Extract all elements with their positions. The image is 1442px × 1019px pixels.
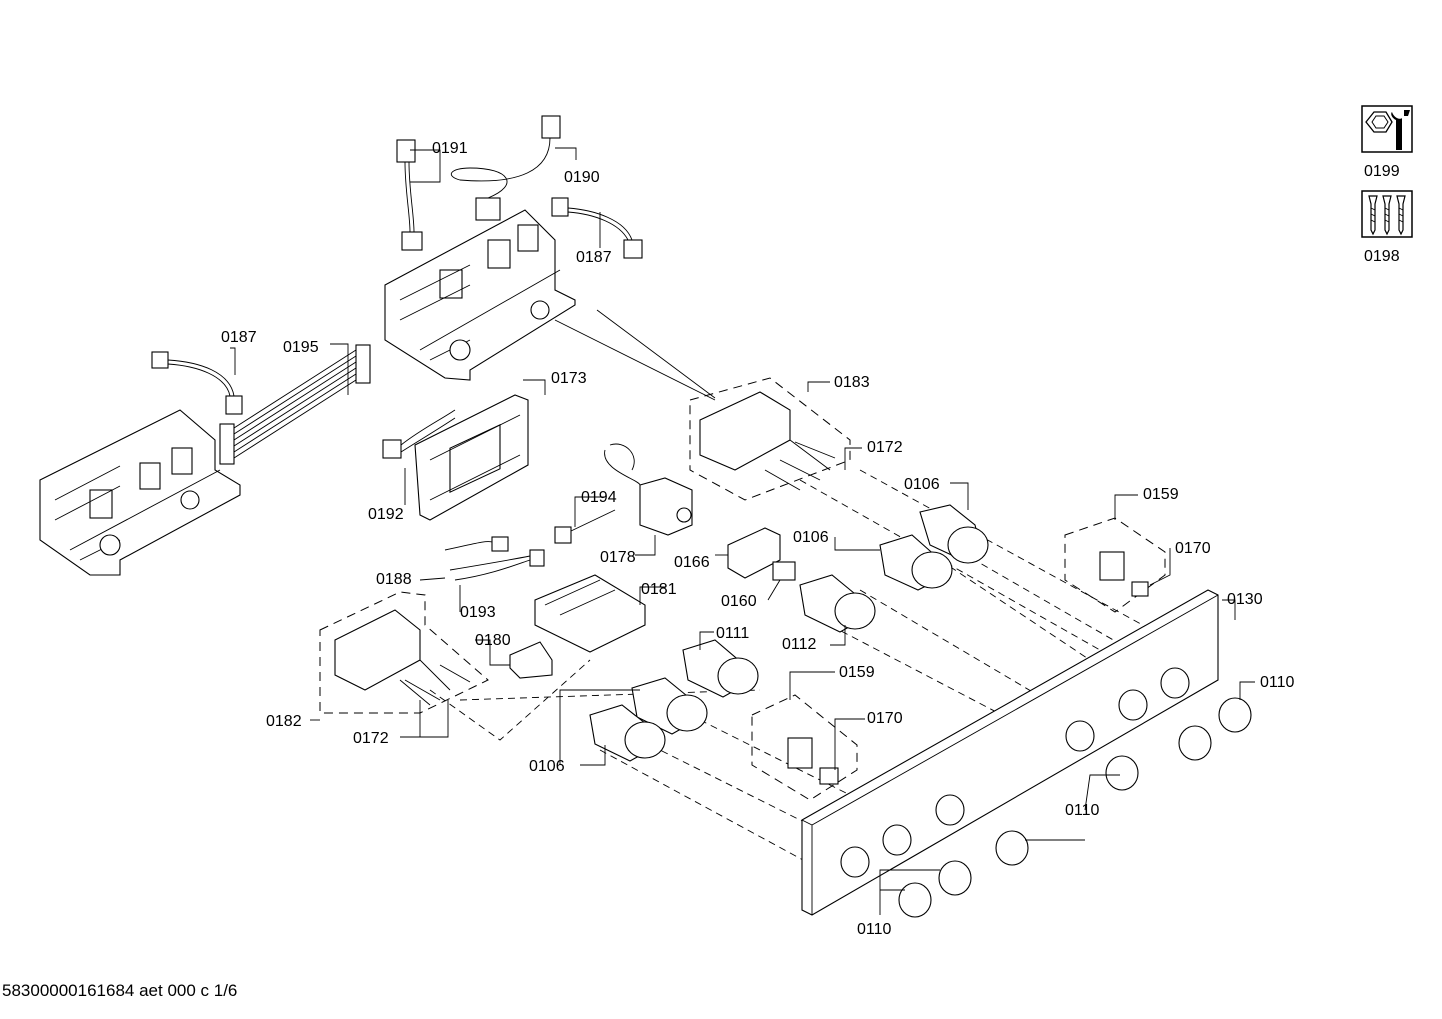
rotary-switch-0106-lower-a xyxy=(631,677,708,735)
rotary-switch-0111 xyxy=(682,639,759,698)
wiring-harness-0187-top xyxy=(551,197,643,259)
wire-connector-0192 xyxy=(382,409,456,459)
label-0173: 0173 xyxy=(551,370,587,387)
label-0166: 0166 xyxy=(674,554,710,571)
wiring-harness-0190 xyxy=(450,115,561,221)
rotary-switch-0106-upper-b xyxy=(879,534,953,591)
label-0198: 0198 xyxy=(1364,248,1400,265)
wiring-harness-0187-left xyxy=(151,351,243,415)
part-labels: 0191 0190 0187 0187 0195 0173 0183 0172 … xyxy=(221,140,1400,938)
assembly-group-0182 xyxy=(319,591,489,714)
lamp-0160 xyxy=(772,561,796,581)
label-0106-upper: 0106 xyxy=(904,476,940,493)
label-0191: 0191 xyxy=(432,140,468,157)
label-0192: 0192 xyxy=(368,506,404,523)
rotary-switch-0106-upper-a xyxy=(919,504,989,564)
label-0178: 0178 xyxy=(600,549,636,566)
terminal-strip-0181 xyxy=(534,574,646,653)
label-0180: 0180 xyxy=(475,632,511,649)
label-0130: 0130 xyxy=(1227,591,1263,608)
label-0183: 0183 xyxy=(834,374,870,391)
label-0195: 0195 xyxy=(283,339,319,356)
label-0187-top: 0187 xyxy=(576,249,612,266)
control-housing-upper xyxy=(384,209,576,381)
wrench-nut-icon xyxy=(1361,105,1413,153)
connector-0194 xyxy=(554,509,616,544)
document-footer-id: 58300000161684 aet 000 c 1/6 xyxy=(2,981,238,1000)
harness-0188-0193 xyxy=(444,536,545,581)
rotary-switch-0112 xyxy=(799,574,876,633)
label-0194: 0194 xyxy=(581,489,617,506)
wiring-harness-0191 xyxy=(396,139,423,251)
bezel-rings-0110 xyxy=(898,697,1252,918)
probe-0172 xyxy=(404,441,836,701)
label-0106-lower: 0106 xyxy=(529,758,565,775)
control-housing-left xyxy=(39,409,241,576)
ribbon-cable-0195 xyxy=(219,344,371,465)
electronic-module-0173 xyxy=(414,394,529,521)
leader-lines xyxy=(230,147,1255,915)
label-0170-upper: 0170 xyxy=(1175,540,1211,557)
screw-set-icon xyxy=(1361,190,1413,238)
label-0160: 0160 xyxy=(721,593,757,610)
label-0181: 0181 xyxy=(641,581,677,598)
label-0187-left: 0187 xyxy=(221,329,257,346)
assembly-group-0159-lower xyxy=(751,694,858,801)
bracket-0166 xyxy=(727,527,781,579)
label-0182: 0182 xyxy=(266,713,302,730)
label-0112: 0112 xyxy=(782,636,817,653)
rotary-switch-0106-lower-b xyxy=(589,704,666,762)
label-0172-upper: 0172 xyxy=(867,439,903,456)
label-0110-right: 0110 xyxy=(1260,674,1295,691)
label-0172-lower: 0172 xyxy=(353,730,389,747)
label-0193: 0193 xyxy=(460,604,496,621)
label-0188: 0188 xyxy=(376,571,412,588)
thermostat-0178 xyxy=(604,443,693,536)
label-0190: 0190 xyxy=(564,169,600,186)
label-0110-middle: 0110 xyxy=(1065,802,1100,819)
label-0111: 0111 xyxy=(716,625,749,642)
label-0159-lower: 0159 xyxy=(839,664,875,681)
clip-0180 xyxy=(509,641,553,679)
label-0106-middle: 0106 xyxy=(793,529,829,546)
label-0159-upper: 0159 xyxy=(1143,486,1179,503)
assembly-group-0159-upper xyxy=(1064,517,1166,613)
control-panel-0130 xyxy=(801,589,1219,916)
label-0170-lower: 0170 xyxy=(867,710,903,727)
label-0110-bottom: 0110 xyxy=(857,921,892,938)
assembly-group-0183 xyxy=(689,377,851,501)
label-0199: 0199 xyxy=(1364,163,1400,180)
